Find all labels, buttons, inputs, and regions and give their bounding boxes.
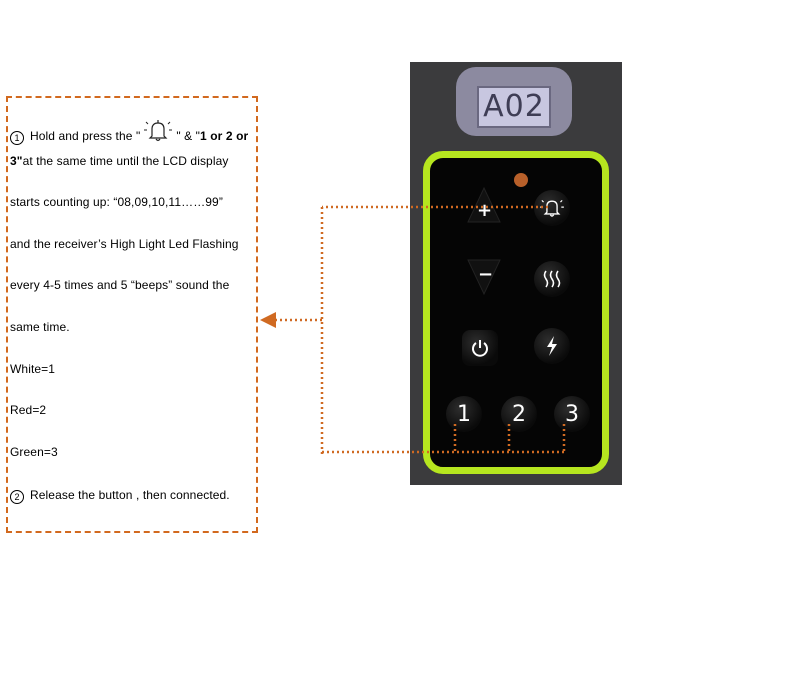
connector-lines [276, 207, 564, 456]
arrow-head-icon [260, 312, 276, 328]
